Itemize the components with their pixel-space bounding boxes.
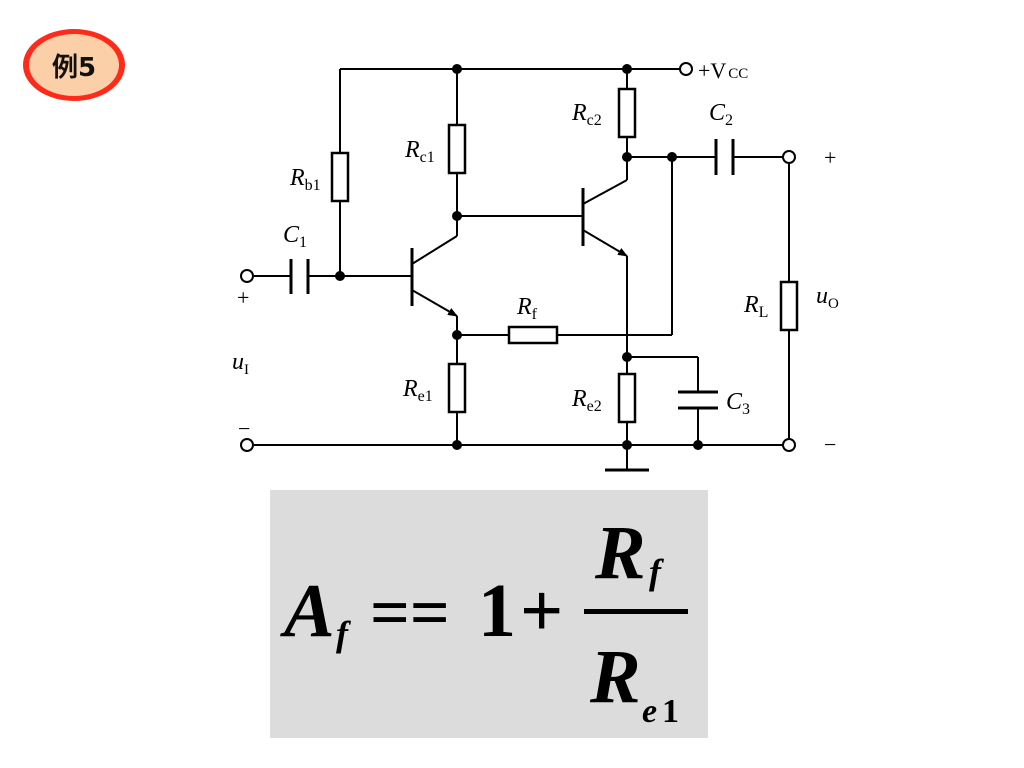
resistor-rc2 <box>617 87 637 139</box>
label-rf: Rf <box>516 294 538 323</box>
label-rc2: Rc2 <box>571 100 602 129</box>
formula-lhs-main: A <box>280 569 335 653</box>
formula-denominator-main: R <box>589 635 641 719</box>
formula-denominator-sub-1: 1 <box>662 693 679 730</box>
formula-numerator-main: R <box>594 511 646 595</box>
formula-lhs-sub: f <box>336 614 351 654</box>
formula-numerator-sub: f <box>649 552 664 592</box>
input-terminal-plus <box>240 269 254 283</box>
resistors <box>330 87 799 424</box>
formula-equals: == <box>370 575 450 652</box>
label-rl: RL <box>743 292 768 321</box>
output-minus-label: − <box>824 432 836 457</box>
resistor-rc1 <box>447 123 467 175</box>
vcc-terminal <box>679 62 693 76</box>
formula-one: 1 <box>478 569 516 653</box>
resistor-re1 <box>447 362 467 414</box>
terminals <box>240 62 796 452</box>
gain-formula: A f == 1 + R f R e 1 <box>280 511 688 730</box>
resistor-rl <box>779 280 799 332</box>
resistor-re2 <box>617 372 637 424</box>
example-badge-label: 例5 <box>29 34 119 96</box>
output-plus-label: + <box>824 145 836 170</box>
label-re1: Re1 <box>402 376 433 405</box>
output-terminal-minus <box>782 438 796 452</box>
label-c1: C1 <box>283 222 307 251</box>
label-rb1: Rb1 <box>289 165 321 194</box>
input-minus-label: − <box>238 416 250 441</box>
label-rc1: Rc1 <box>404 137 435 166</box>
label-c3: C3 <box>726 389 750 418</box>
label-re2: Re2 <box>571 386 602 415</box>
junction-dots <box>335 64 703 450</box>
formula-plus: + <box>520 569 563 653</box>
output-voltage-label: uO <box>816 283 839 312</box>
resistor-rb1 <box>330 151 350 203</box>
formula-fraction-bar <box>584 609 688 614</box>
output-terminal-plus <box>782 150 796 164</box>
capacitors <box>289 139 735 410</box>
circuit-wires <box>254 68 790 472</box>
label-c2: C2 <box>709 100 733 129</box>
example-badge: 例5 <box>23 29 125 101</box>
resistor-rf <box>507 325 559 345</box>
input-voltage-label: uI <box>232 349 249 378</box>
formula-denominator-sub-e: e <box>642 693 657 730</box>
input-plus-label: + <box>237 285 249 310</box>
input-terminal-minus <box>240 438 254 452</box>
formula-box: A f == 1 + R f R e 1 <box>270 490 708 738</box>
